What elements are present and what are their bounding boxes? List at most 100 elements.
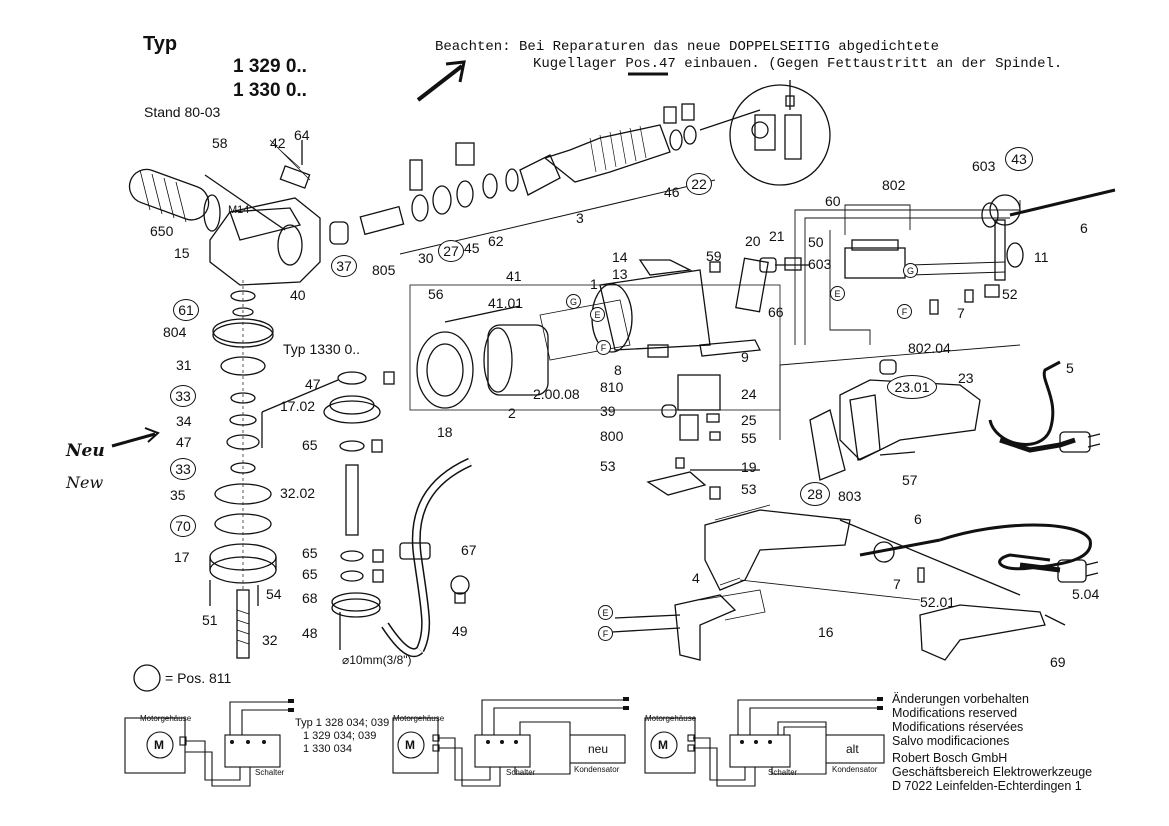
part-label: 2	[508, 405, 516, 421]
model-number-2: 1 330 0..	[233, 80, 307, 101]
part-label: 13	[612, 266, 628, 282]
part-label: 17	[174, 549, 190, 565]
part-label: 7	[893, 576, 901, 592]
part-label: 603	[808, 256, 832, 272]
part-label: 41.01	[488, 295, 524, 311]
motor-housing-label: Motorgehäuse	[393, 714, 445, 723]
connector-f-marker: F	[598, 626, 613, 641]
part-label: 51	[202, 612, 218, 628]
part-label: 810	[600, 379, 624, 395]
part-label: 31	[176, 357, 192, 373]
footer-line-6: Geschäftsbereich Elektrowerkzeuge	[892, 765, 1093, 779]
motor-symbol: M	[154, 738, 164, 752]
part-label: 66	[768, 304, 784, 320]
part-label: 34	[176, 413, 192, 429]
motor-symbol: M	[658, 738, 668, 752]
capacitor-new-label: neu	[588, 742, 609, 756]
part-label: 65	[302, 545, 318, 561]
part-label: 650	[150, 223, 174, 239]
circled-part-label: 23.01	[887, 375, 937, 399]
part-label: 48	[302, 625, 318, 641]
part-label: 45	[464, 240, 480, 256]
part-label: 802	[882, 177, 906, 193]
part-label: 65	[302, 437, 318, 453]
connector-e-marker: E	[598, 605, 613, 620]
motor-housing-label: Motorgehäuse	[140, 714, 192, 723]
part-label: 15	[174, 245, 190, 261]
part-label: 4	[692, 570, 700, 586]
footer-line-5: Robert Bosch GmbH	[892, 751, 1008, 765]
part-label: 16	[818, 624, 834, 640]
part-label: 23	[958, 370, 974, 386]
part-label: 800	[600, 428, 624, 444]
part-label: 40	[290, 287, 306, 303]
switch-label: Schalter	[255, 768, 285, 777]
circled-part-label: 61	[173, 299, 199, 321]
tube-diameter-note: ⌀10mm(3/8")	[342, 653, 412, 667]
pos-811-legend: = Pos. 811	[165, 670, 232, 686]
part-label: 65	[302, 566, 318, 582]
part-label: 41	[506, 268, 522, 284]
part-label: 46	[664, 184, 680, 200]
capacitor-label: Kondensator	[832, 765, 878, 774]
part-label: 62	[488, 233, 504, 249]
circled-part-label: 33	[170, 385, 196, 407]
part-label: 20	[745, 233, 761, 249]
part-label: 3	[576, 210, 584, 226]
part-label: 53	[741, 481, 757, 497]
part-label: 19	[741, 459, 757, 475]
circuit-typ-line-1: Typ 1 328 034; 039	[295, 717, 390, 729]
part-label: 39	[600, 403, 616, 419]
circled-part-label: 70	[170, 515, 196, 537]
neu-handwritten: Neu	[66, 441, 105, 461]
part-label: 67	[461, 542, 477, 558]
part-label: 64	[294, 127, 310, 143]
circled-part-label: 43	[1005, 147, 1033, 171]
part-label: 18	[437, 424, 453, 440]
part-label: 59	[706, 248, 722, 264]
part-label: 8	[614, 362, 622, 378]
part-label: 30	[418, 250, 434, 266]
part-label: 11	[1034, 249, 1049, 265]
capacitor-label: Kondensator	[574, 765, 620, 774]
part-label: 1	[590, 276, 598, 292]
model-number-1: 1 329 0..	[233, 56, 307, 77]
part-label: 56	[428, 286, 444, 302]
part-label: 49	[452, 623, 468, 639]
typ-1330-label: Typ 1330 0..	[283, 341, 361, 357]
part-label: 17.02	[280, 398, 316, 414]
part-label: 55	[741, 430, 757, 446]
part-label: 47	[176, 434, 192, 450]
connector-g-marker: G	[903, 263, 918, 278]
part-label: 68	[302, 590, 318, 606]
connector-e-marker: E	[590, 307, 605, 322]
connector-f-marker: F	[596, 340, 611, 355]
part-label: 52	[1002, 286, 1018, 302]
footer-line-1: Änderungen vorbehalten	[892, 692, 1029, 706]
capacitor-old-label: alt	[846, 742, 859, 756]
switch-label: Schalter	[506, 768, 536, 777]
connector-e-marker: E	[830, 286, 845, 301]
part-label: 53	[600, 458, 616, 474]
motor-symbol: M	[405, 738, 415, 752]
typ-label: Typ	[143, 33, 178, 55]
part-label: 57	[902, 472, 918, 488]
part-label: 24	[741, 386, 757, 402]
part-label: 603	[972, 158, 996, 174]
part-label: 58	[212, 135, 228, 151]
connector-f-marker: F	[897, 304, 912, 319]
footer-line-2: Modifications reserved	[892, 706, 1018, 720]
part-label: 52.01	[920, 594, 956, 610]
part-label: 6	[1080, 220, 1088, 236]
part-label: 804	[163, 324, 187, 340]
part-label: 25	[741, 412, 757, 428]
part-label: 803	[838, 488, 862, 504]
part-label: 7	[957, 305, 965, 321]
m14-label: M14	[228, 204, 250, 216]
new-handwritten: New	[66, 473, 104, 492]
stand-label: Stand 80-03	[144, 104, 221, 120]
part-label: 9	[741, 349, 749, 365]
motor-housing-label: Motorgehäuse	[645, 714, 697, 723]
part-label: 6	[914, 511, 922, 527]
